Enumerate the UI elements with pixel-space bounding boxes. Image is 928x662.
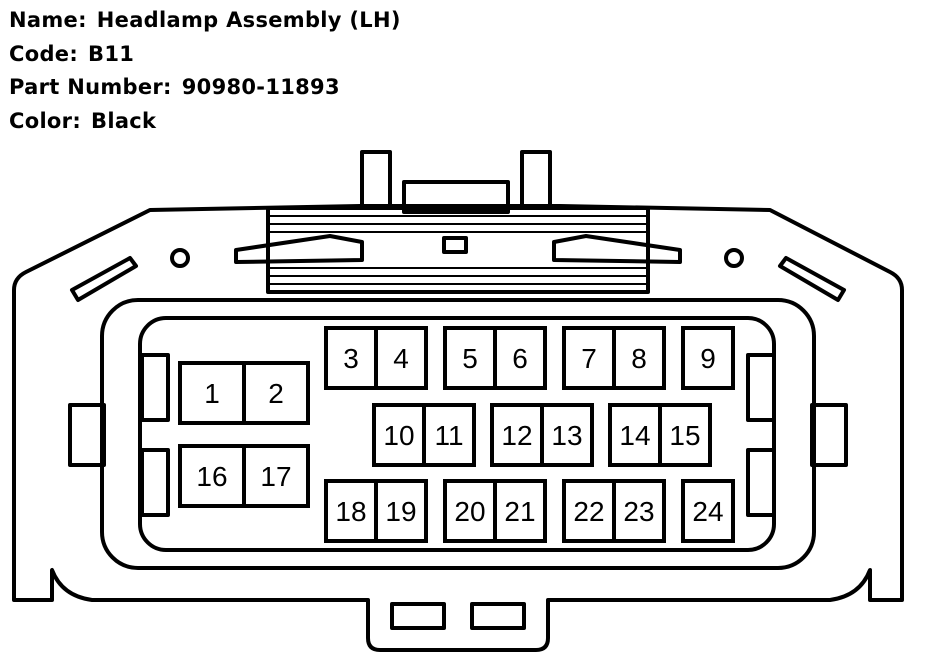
pin-label-2: 2 <box>268 378 284 409</box>
pin-label-5: 5 <box>462 343 478 374</box>
color-value: Black <box>91 108 157 133</box>
latch-arm-right <box>552 234 682 264</box>
pin-label-15: 15 <box>669 420 700 451</box>
side-rib-left <box>70 256 138 302</box>
pin-cell-8 <box>612 326 666 390</box>
pin-cell-2 <box>242 361 310 425</box>
pin-cell-6 <box>493 326 547 390</box>
side-rib-right <box>778 256 846 302</box>
color-label: Color: <box>9 108 82 133</box>
pin-cell-16 <box>178 444 246 508</box>
pin-label-6: 6 <box>512 343 528 374</box>
pin-cell-9 <box>681 326 735 390</box>
pin-cell-4 <box>374 326 428 390</box>
pin-label-17: 17 <box>260 461 291 492</box>
mount-hole-right <box>724 248 744 268</box>
bottom-tab-left <box>390 602 446 630</box>
side-slot-left-upper <box>140 353 170 422</box>
pin-label-9: 9 <box>700 343 716 374</box>
bottom-tab-right <box>470 602 526 630</box>
pin-label-16: 16 <box>196 461 227 492</box>
pin-label-4: 4 <box>393 343 409 374</box>
latch-body <box>266 206 650 294</box>
connector-info: Name: Headlamp Assembly (LH) Code: B11 Par… <box>9 4 401 138</box>
pin-label-19: 19 <box>385 496 416 527</box>
name-row: Name: Headlamp Assembly (LH) <box>9 4 401 38</box>
code-row: Code: B11 <box>9 38 401 72</box>
part-number-row: Part Number: 90980-11893 <box>9 71 401 105</box>
pin-cell-21 <box>493 479 547 543</box>
latch-post-left <box>360 150 392 210</box>
part-number-label: Part Number: <box>9 75 172 99</box>
latch-notch <box>442 236 468 254</box>
side-slot-right-lower <box>746 448 776 517</box>
pin-cell-13 <box>540 403 594 467</box>
pin-cell-19 <box>374 479 428 543</box>
pin-cell-7 <box>562 326 616 390</box>
pin-cell-11 <box>422 403 476 467</box>
side-key-left <box>68 403 106 467</box>
pin-label-18: 18 <box>335 496 366 527</box>
name-label: Name: <box>9 8 87 32</box>
pin-label-22: 22 <box>573 496 604 527</box>
side-slot-right-upper <box>746 353 776 422</box>
pin-cell-1 <box>178 361 246 425</box>
pin-cell-3 <box>324 326 378 390</box>
pin-label-24: 24 <box>692 496 723 527</box>
pin-cell-20 <box>443 479 497 543</box>
latch-hatching <box>268 215 648 285</box>
pin-label-14: 14 <box>619 420 650 451</box>
pin-label-13: 13 <box>551 420 582 451</box>
pin-cell-22 <box>562 479 616 543</box>
pin-cell-15 <box>658 403 712 467</box>
pin-label-21: 21 <box>504 496 535 527</box>
pin-cell-5 <box>443 326 497 390</box>
mount-hole-left <box>170 248 190 268</box>
pin-cell-10 <box>372 403 426 467</box>
pin-label-3: 3 <box>343 343 359 374</box>
latch-center-block <box>402 180 510 214</box>
name-value: Headlamp Assembly (LH) <box>96 8 401 32</box>
pin-label-12: 12 <box>501 420 532 451</box>
pin-cell-23 <box>612 479 666 543</box>
pin-label-7: 7 <box>581 343 597 374</box>
side-slot-left-lower <box>140 448 170 517</box>
pin-label-10: 10 <box>383 420 414 451</box>
pin-label-20: 20 <box>454 496 485 527</box>
color-row: Color: Black <box>9 105 401 139</box>
part-number-value: 90980-11893 <box>181 75 340 99</box>
pin-cell-24 <box>681 479 735 543</box>
code-label: Code: <box>9 41 79 66</box>
pin-label-23: 23 <box>623 496 654 527</box>
code-value: B11 <box>88 41 135 66</box>
side-key-right <box>810 403 848 467</box>
pin-label-11: 11 <box>434 420 463 451</box>
inner-face-inner <box>138 316 776 552</box>
latch-post-right <box>520 150 552 210</box>
pin-label-8: 8 <box>631 343 647 374</box>
latch-arm-left <box>234 234 364 264</box>
pin-label-1: 1 <box>204 378 220 409</box>
pin-cell-17 <box>242 444 310 508</box>
